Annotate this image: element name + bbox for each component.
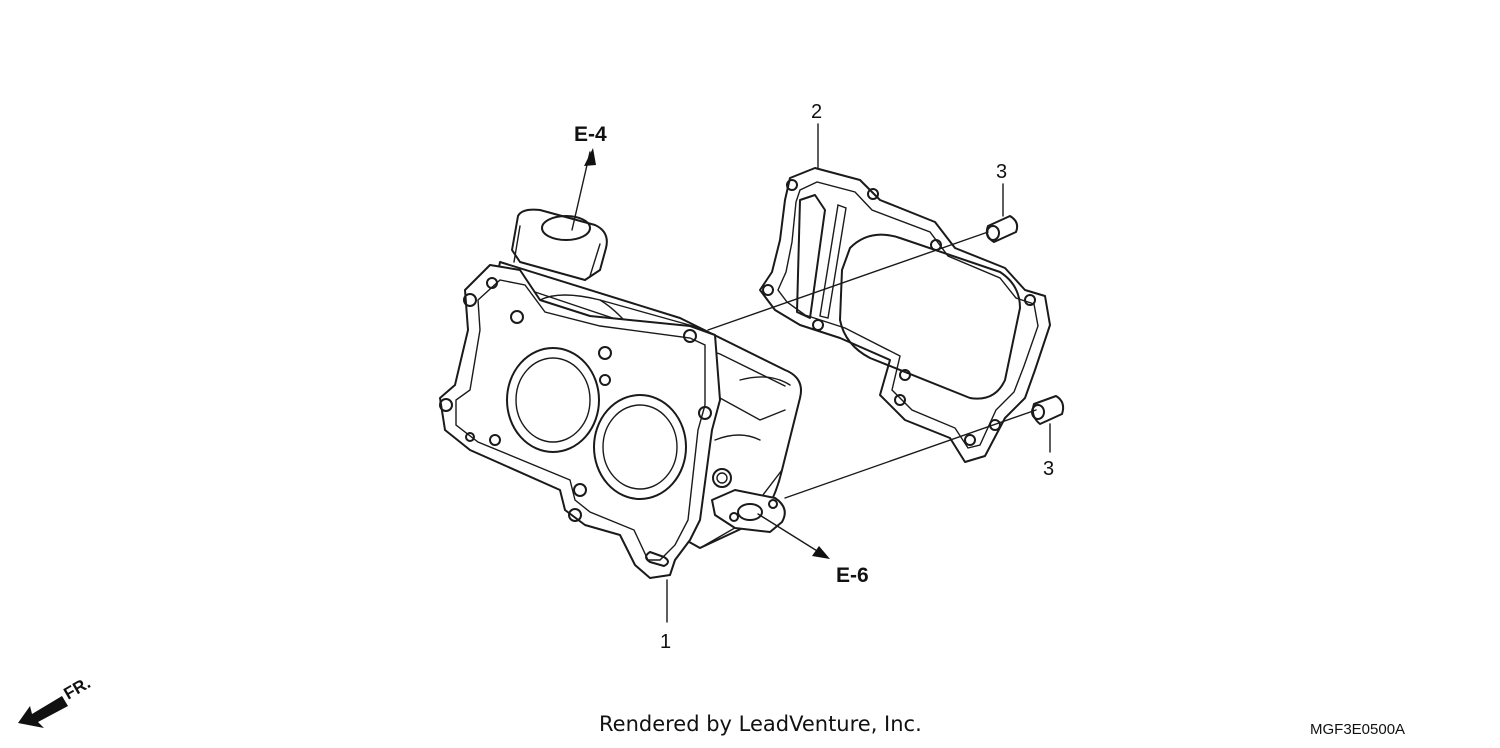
cylinder-part[interactable] <box>439 208 802 579</box>
front-label: FR. <box>61 673 94 703</box>
gasket-part[interactable] <box>759 167 1051 463</box>
callout-dowel-bottom: 3 <box>1043 458 1054 480</box>
leader-lines <box>571 123 1051 623</box>
oil-fitting <box>711 468 786 533</box>
callout-cylinder: 1 <box>660 631 671 653</box>
reference-e6[interactable]: E-6 <box>836 564 869 587</box>
reference-e4[interactable]: E-4 <box>574 123 607 146</box>
diagram-code: MGF3E0500A <box>1310 721 1405 738</box>
callout-gasket: 2 <box>811 101 822 123</box>
dowel-pin-upper[interactable] <box>985 215 1019 243</box>
footer-credit: Rendered by LeadVenture, Inc. <box>599 712 922 736</box>
front-arrow-icon <box>18 696 68 728</box>
front-direction-indicator: FR. <box>18 673 94 728</box>
callout-dowel-top: 3 <box>996 161 1007 183</box>
